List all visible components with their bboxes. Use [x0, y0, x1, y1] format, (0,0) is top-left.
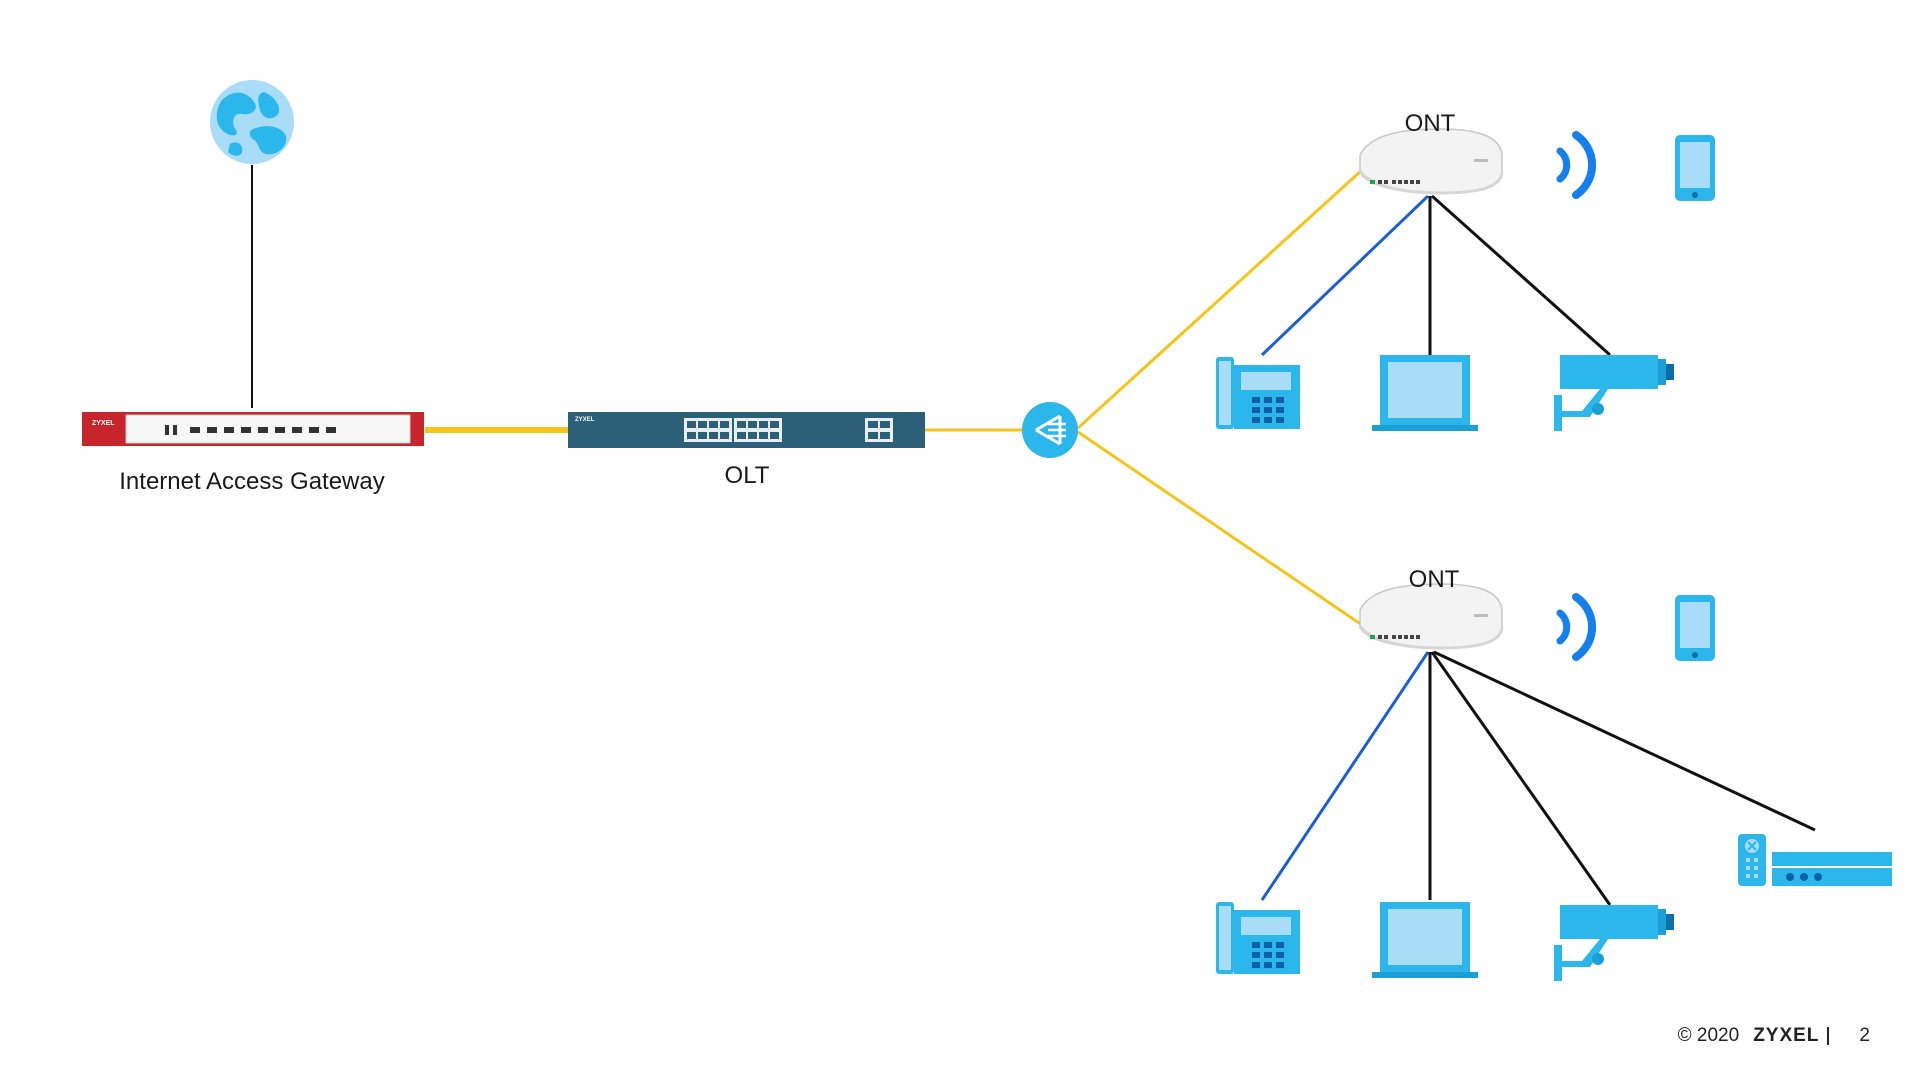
laptop-icon	[1372, 355, 1478, 431]
desk-phone-icon	[1216, 357, 1300, 429]
laptop-icon	[1372, 902, 1478, 978]
gateway-logo: ZYXEL	[92, 420, 115, 427]
ethernet-link-bottom-stb	[1433, 650, 1816, 832]
ont-router-icon	[1358, 128, 1504, 195]
footer-divider	[1827, 1027, 1830, 1045]
ethernet-link-bottom-camera	[1430, 651, 1612, 906]
ont-bottom-label: ONT	[1408, 566, 1460, 593]
splitter-icon	[1022, 402, 1078, 458]
gateway-label: Internet Access Gateway	[119, 468, 385, 495]
ont-router-icon	[1358, 583, 1504, 650]
slide-footer: © 2020 ZYXEL 2	[1678, 1025, 1870, 1047]
ont-top-label: ONT	[1404, 110, 1456, 137]
globe-icon	[210, 80, 294, 164]
connections	[251, 165, 1816, 906]
fiber-splitter-ont-top	[1076, 168, 1364, 430]
olt-logo: ZYXEL	[575, 417, 595, 423]
smartphone-icon	[1675, 595, 1715, 661]
security-camera-icon	[1554, 905, 1674, 981]
olt-label: OLT	[724, 462, 770, 489]
fiber-splitter-ont-bottom	[1077, 430, 1363, 627]
voice-link-bottom	[1260, 651, 1430, 901]
security-camera-icon	[1554, 355, 1674, 431]
copyright-text: © 2020	[1677, 1025, 1740, 1046]
olt-switch-icon: ZYXEL	[568, 412, 925, 448]
smartphone-icon	[1675, 135, 1715, 201]
wifi-signal-icon	[1556, 593, 1597, 661]
desk-phone-icon	[1216, 902, 1300, 974]
footer-brand-logo: ZYXEL	[1753, 1025, 1820, 1046]
wifi-signal-icon	[1556, 131, 1597, 199]
voice-link-top	[1260, 194, 1430, 357]
page-number: 2	[1859, 1025, 1870, 1046]
set-top-box-icon	[1738, 834, 1892, 886]
gateway-device-icon: ZYXEL	[82, 412, 424, 446]
ethernet-link-top-camera	[1431, 194, 1611, 357]
